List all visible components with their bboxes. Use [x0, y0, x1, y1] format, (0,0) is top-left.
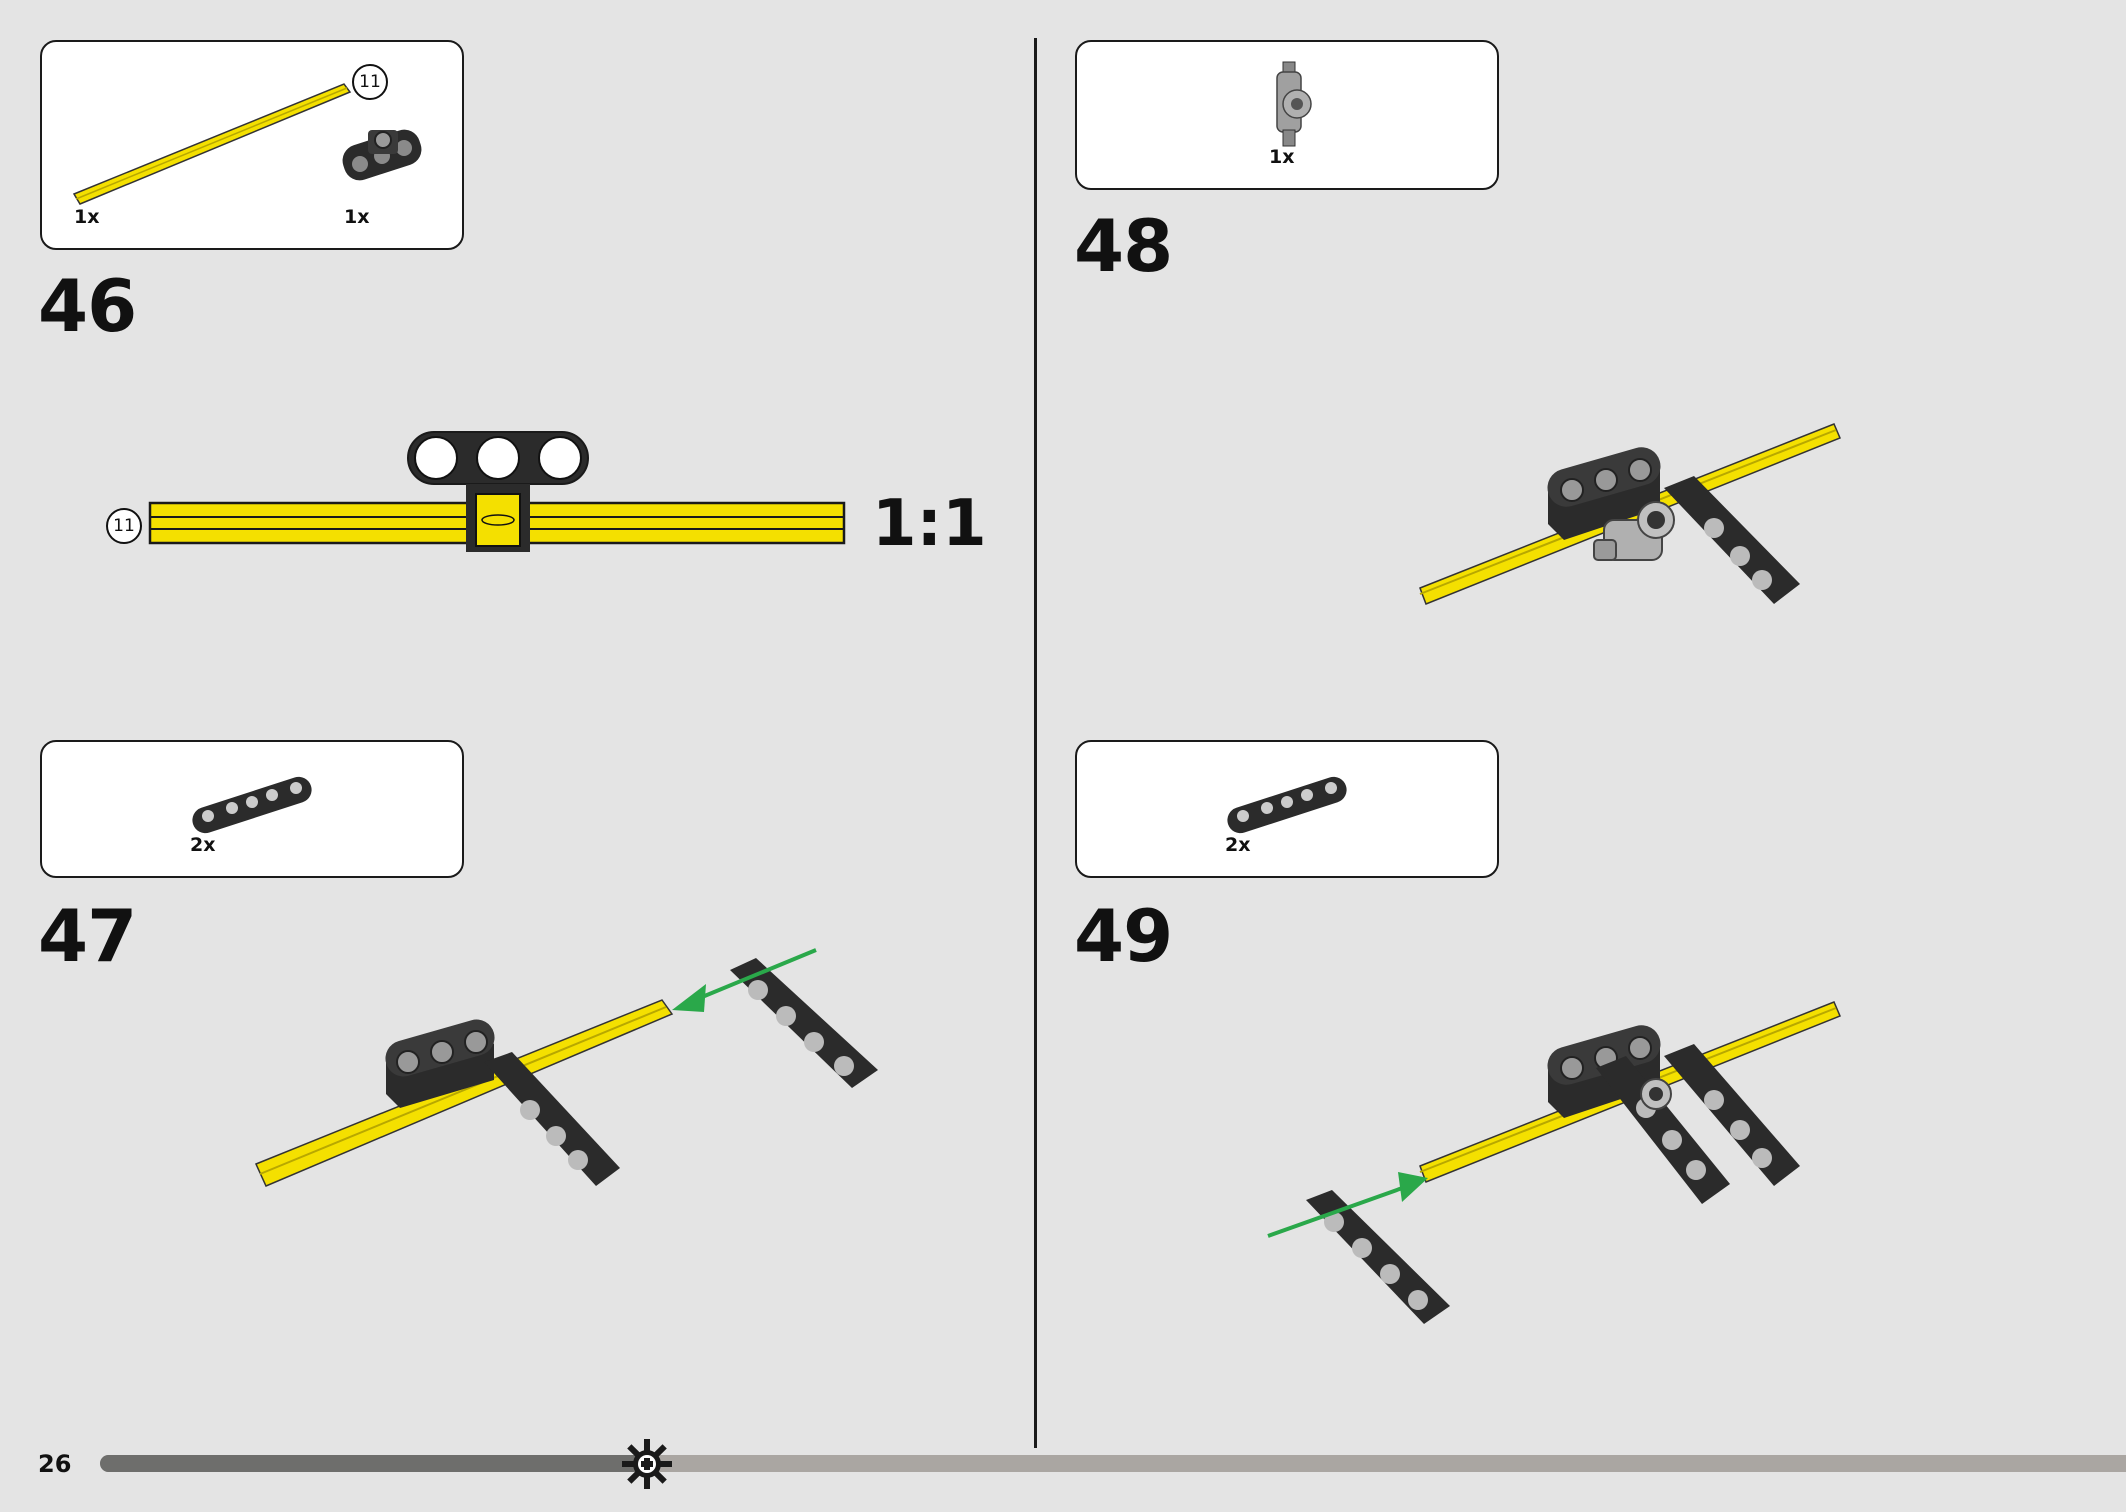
step-number: 49	[1074, 894, 1173, 978]
progress-fill	[100, 1455, 648, 1472]
part-quantity: 1x	[344, 206, 370, 228]
thin-beam-part-icon	[192, 776, 312, 834]
length-callout-badge: 11	[106, 508, 142, 544]
step-number: 48	[1074, 204, 1173, 288]
parts-box-step-47: 2x	[40, 740, 464, 878]
scale-label: 1:1	[872, 487, 987, 561]
part-quantity: 2x	[1225, 834, 1251, 856]
part-quantity: 1x	[74, 206, 100, 228]
length-callout-badge: 11	[352, 64, 388, 100]
parts-box-step-48: 1x	[1075, 40, 1499, 190]
step-number: 46	[38, 264, 137, 348]
beam-connector-part-icon	[342, 129, 422, 181]
gear-icon	[622, 1439, 673, 1489]
thin-beam-part-icon	[1227, 776, 1347, 834]
part-quantity: 2x	[190, 834, 216, 856]
part-quantity: 1x	[1269, 146, 1295, 168]
column-divider	[1034, 38, 1037, 1448]
parts-box-step-46: 11 1x 1x	[40, 40, 464, 250]
cross-block-part-icon	[1276, 61, 1312, 147]
parts-box-step-49: 2x	[1075, 740, 1499, 878]
axle-part-icon	[72, 83, 352, 205]
step-number: 47	[38, 894, 137, 978]
page-number: 26	[38, 1450, 72, 1478]
